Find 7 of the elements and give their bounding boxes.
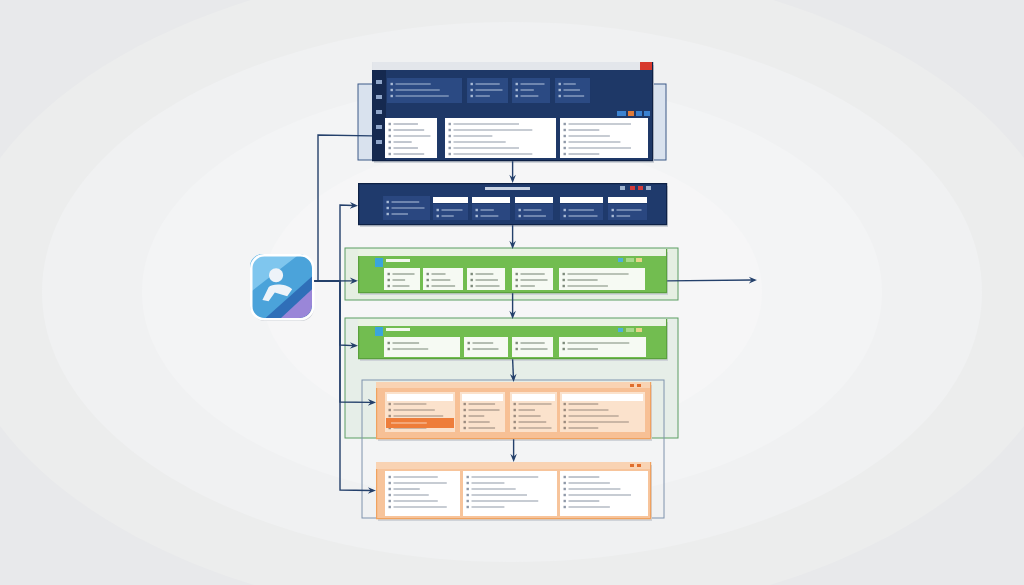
app-window xyxy=(358,249,668,295)
app-window xyxy=(376,462,652,521)
app-window xyxy=(358,183,668,227)
app-window xyxy=(372,62,654,163)
app-window xyxy=(358,319,668,361)
app-window xyxy=(376,382,652,441)
person-icon xyxy=(250,254,315,321)
